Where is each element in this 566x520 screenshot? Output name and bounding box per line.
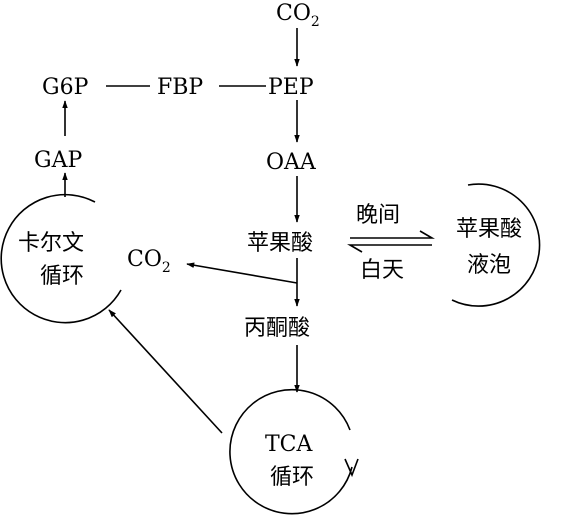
calvin-cycle-label-line1: 卡尔文 xyxy=(18,231,84,256)
tca-cycle-label-line2: 循环 xyxy=(270,465,314,490)
vacuole-circle xyxy=(451,183,541,307)
arrow-tca-to-calvin xyxy=(108,309,223,434)
pep-label: PEP xyxy=(268,75,314,100)
vacuole-label-line1: 苹果酸 xyxy=(456,217,522,242)
calvin-cycle-label-line2: 循环 xyxy=(40,264,84,289)
vacuole-label-line2: 液泡 xyxy=(467,253,511,278)
night-label: 晚间 xyxy=(356,203,400,228)
fbp-label: FBP xyxy=(157,75,203,100)
malate-label: 苹果酸 xyxy=(247,231,313,256)
arrow-day-from-vacuole xyxy=(347,244,432,253)
co2-top-label: CO2 xyxy=(276,1,320,30)
g6p-label: G6P xyxy=(42,75,89,100)
tca-cycle-circle xyxy=(229,388,353,515)
day-label: 白天 xyxy=(360,258,404,283)
oaa-label: OAA xyxy=(266,150,317,175)
pyruvate-label: 丙酮酸 xyxy=(244,316,310,341)
tca-cycle-arrowhead xyxy=(344,458,359,478)
co2-mid-label: CO2 xyxy=(127,247,171,276)
arrow-to-co2 xyxy=(186,262,298,284)
arrow-night-to-vacuole xyxy=(350,230,435,239)
tca-cycle-label-line1: TCA xyxy=(265,432,314,457)
calvin-cycle-circle xyxy=(0,193,122,324)
gap-label: GAP xyxy=(34,148,82,173)
